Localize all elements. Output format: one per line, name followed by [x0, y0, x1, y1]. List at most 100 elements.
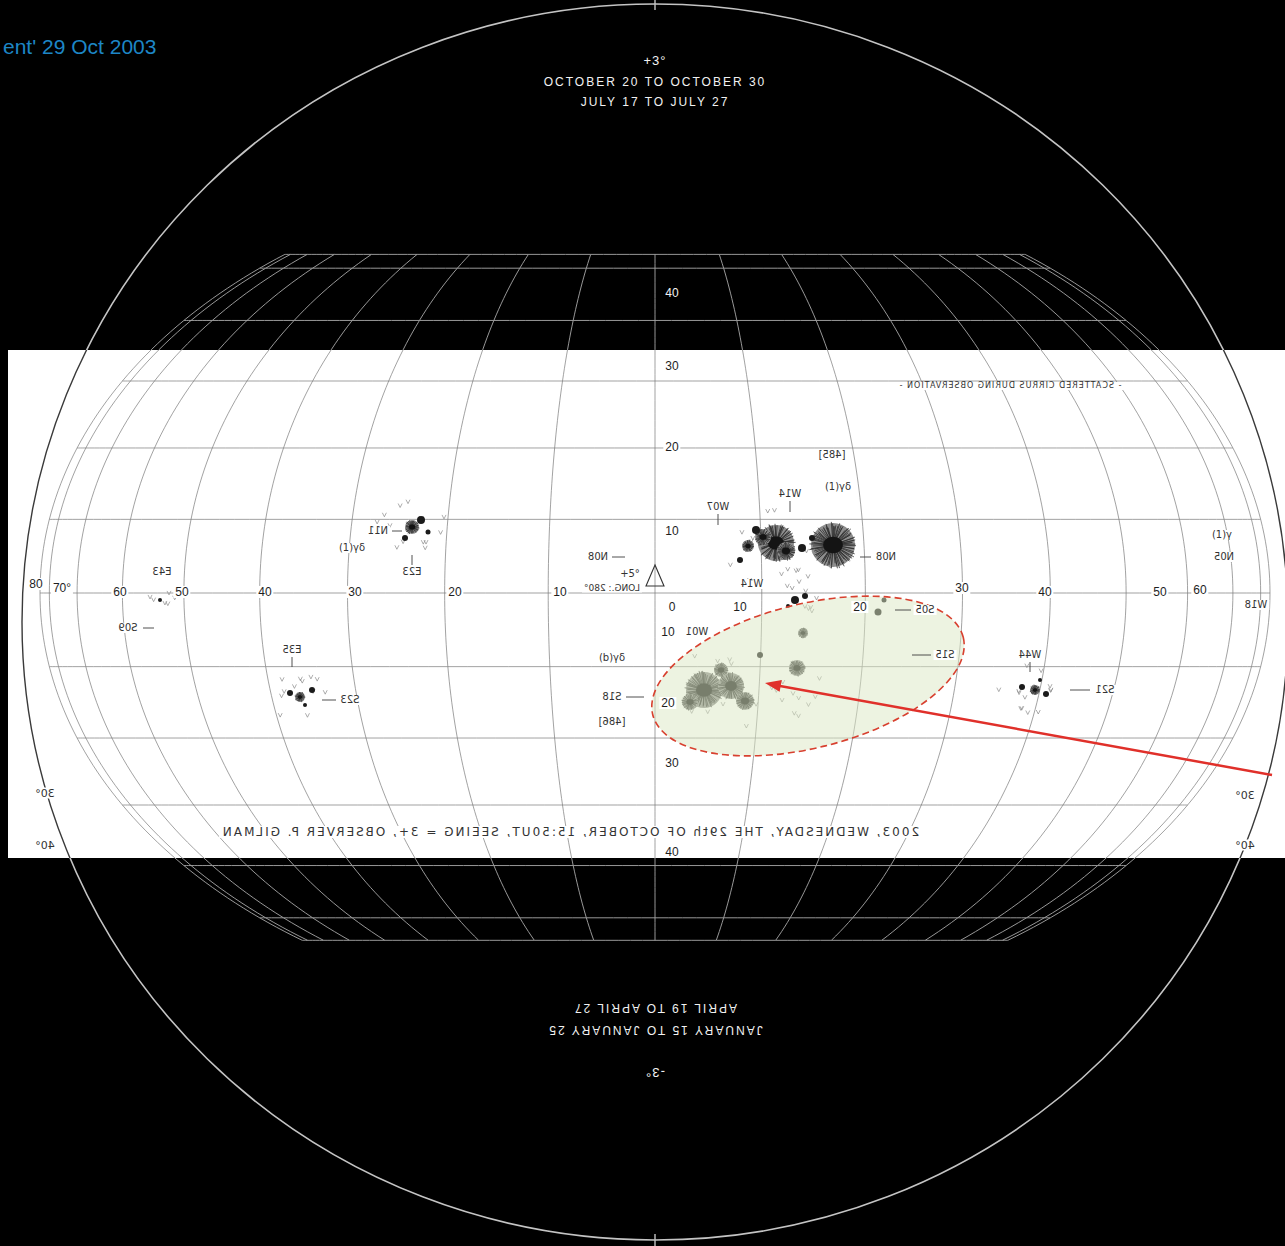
polarity-mark — [163, 601, 167, 605]
polarity-mark — [280, 677, 284, 681]
polarity-mark — [806, 574, 810, 578]
polarity-mark — [375, 520, 379, 524]
polarity-mark — [278, 713, 282, 717]
grid-line — [986, 350, 1232, 858]
sunspot-umbra — [809, 535, 815, 541]
grid-line — [548, 350, 594, 858]
leader-lines — [143, 501, 1090, 700]
polarity-mark — [1026, 710, 1030, 714]
sunspot — [295, 692, 306, 702]
polarity-mark — [1019, 706, 1023, 710]
grid-line — [348, 350, 479, 858]
polarity-mark — [780, 572, 784, 576]
group-position: W44 — [1017, 650, 1044, 660]
group-number: [486] — [597, 717, 628, 727]
polarity-mark — [1025, 664, 1029, 668]
sunspot-penumbra — [742, 540, 754, 552]
polarity-mark — [305, 713, 309, 717]
penumbra-fibrils — [743, 540, 754, 552]
longitude-number: 80 — [27, 578, 44, 590]
polarity-mark — [1048, 684, 1052, 688]
polarity-mark — [1020, 706, 1024, 710]
group-position: N08 — [874, 552, 898, 562]
polarity-mark — [1036, 710, 1040, 714]
group-position: E23 — [400, 567, 423, 577]
polarity-mark — [167, 591, 171, 595]
sunspot-penumbra — [777, 542, 795, 560]
grid-line — [77, 447, 1233, 448]
polarity-mark — [424, 540, 428, 544]
grid-line — [184, 350, 385, 858]
polarity-mark — [1023, 695, 1027, 699]
polarity-mark — [797, 580, 801, 584]
grid-line — [184, 320, 1126, 321]
observation-caption: 2003, WEDNESDAY, THE 29th OF OCTOBER, 15… — [219, 826, 921, 838]
polarity-mark — [1049, 688, 1053, 692]
sunspot-umbra — [823, 537, 843, 554]
grid-line — [184, 865, 1126, 866]
polarity-mark — [790, 586, 794, 590]
longitude-number: 50 — [173, 586, 190, 598]
sunspot — [287, 690, 293, 696]
polarity-mark — [148, 595, 152, 599]
polarity-mark — [280, 694, 284, 698]
date-range: OCTOBER 20 TO OCTOBER 30 — [542, 76, 769, 88]
tilt-angle: +3° — [641, 54, 668, 67]
penumbra-fibrils — [405, 520, 419, 534]
longitude-number: 10 — [551, 586, 568, 598]
edge-latitude: 40° — [1233, 840, 1257, 851]
penumbra-fibrils — [295, 692, 306, 702]
sunspot — [802, 593, 808, 599]
longitude-number: 30 — [346, 586, 363, 598]
group-position: W07 — [705, 502, 732, 512]
sunspot-penumbra — [1030, 685, 1040, 695]
polarity-mark — [292, 684, 296, 688]
polarity-mark — [309, 675, 313, 679]
polarity-mark — [323, 690, 327, 694]
group-position: E35 — [280, 645, 303, 655]
grid-line — [925, 254, 1126, 940]
sunspot-umbra — [417, 516, 425, 524]
group-position: S21 — [1093, 685, 1116, 695]
tilt-angle: -3° — [643, 1066, 667, 1079]
sunspot — [426, 530, 431, 535]
longitude-number: 60 — [1191, 584, 1208, 596]
grid-line — [260, 350, 429, 858]
sunspot-umbra — [745, 544, 750, 549]
penumbra-fibrils — [809, 522, 856, 569]
sunspot — [777, 542, 796, 561]
grid-line — [77, 447, 1233, 448]
polarity-mark — [406, 500, 410, 504]
group-position: W01 — [684, 627, 711, 637]
sunspot-umbra — [402, 535, 408, 541]
sunspot-umbra — [298, 695, 303, 699]
latitude-number: 30 — [663, 757, 680, 769]
highlight-region — [635, 567, 980, 784]
sunspot-umbra — [802, 593, 808, 599]
polarity-mark — [382, 513, 386, 517]
polarity-mark — [1017, 691, 1021, 695]
grid-line — [1002, 350, 1260, 858]
sunspot-umbra — [426, 530, 431, 535]
grid-line — [40, 350, 302, 858]
grid-line — [260, 917, 1051, 918]
longitude-number: 30 — [953, 582, 970, 594]
sunspot — [417, 516, 425, 524]
magnetic-class: (b)γδ — [597, 653, 627, 663]
sunspot-umbra — [1043, 691, 1049, 697]
magnetic-class: (1)γ — [1210, 530, 1234, 540]
grid-line — [122, 805, 1187, 806]
grid-line — [285, 254, 1025, 255]
polarity-mark — [815, 596, 819, 600]
sunspot — [402, 535, 408, 541]
grid-line — [40, 593, 1270, 594]
slide-title: ent' 29 Oct 2003 — [3, 35, 156, 58]
penumbra-fibrils — [777, 542, 796, 561]
grid-line — [40, 593, 1270, 594]
grid-line — [1008, 254, 1270, 940]
group-position: N08 — [586, 552, 610, 562]
date-range: JULY 17 TO JULY 27 — [579, 96, 732, 108]
sunspot-umbra — [752, 526, 760, 534]
sunspot-umbra — [1019, 684, 1025, 690]
